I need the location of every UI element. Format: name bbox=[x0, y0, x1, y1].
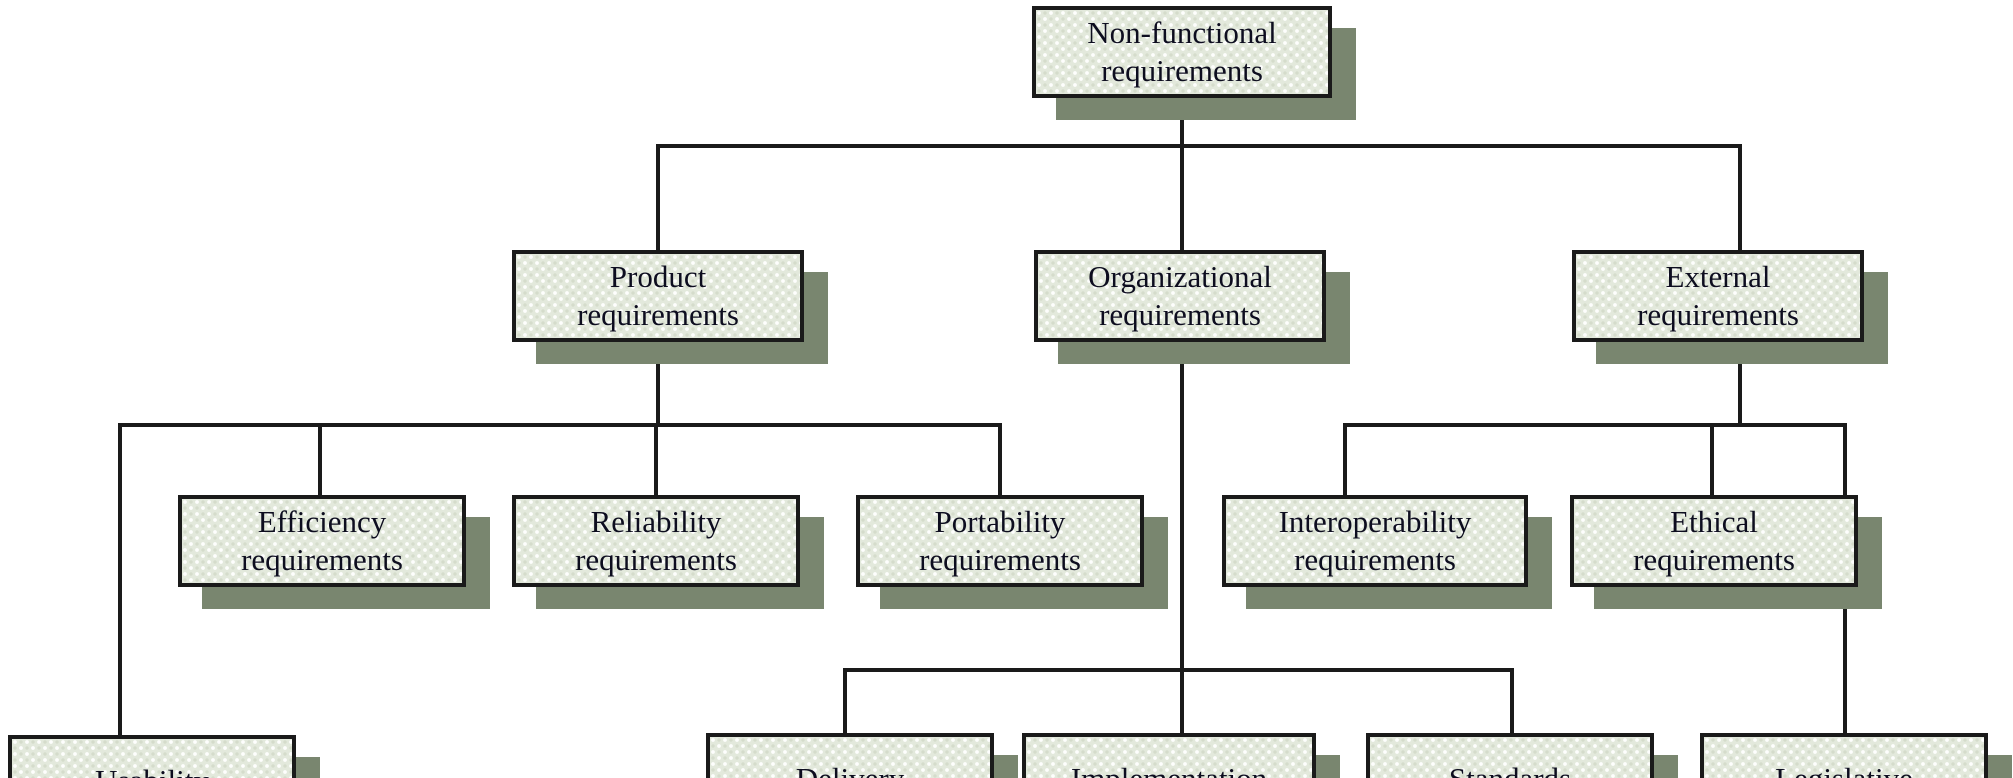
node-label: requirements bbox=[1099, 297, 1261, 332]
node-label: External bbox=[1665, 259, 1771, 295]
node-label: Usability bbox=[95, 762, 209, 778]
node-label: requirements bbox=[577, 297, 739, 332]
node-label: requirements bbox=[919, 542, 1081, 577]
node-label: Portability bbox=[934, 504, 1066, 540]
node-label: requirements bbox=[241, 542, 403, 577]
node-label: Interoperability bbox=[1278, 504, 1472, 540]
node-label: requirements bbox=[1294, 542, 1456, 577]
node-label: requirements bbox=[1101, 53, 1263, 88]
node-label: Standards bbox=[1449, 760, 1571, 778]
node-label: Reliability bbox=[590, 504, 722, 540]
node-legislative[interactable]: Legislative bbox=[1700, 733, 1988, 778]
node-label: requirements bbox=[1633, 542, 1795, 577]
node-label: Legislative bbox=[1775, 760, 1913, 778]
node-label: Organizational bbox=[1088, 259, 1272, 295]
node-label: requirements bbox=[1637, 297, 1799, 332]
node-label: Ethical bbox=[1670, 504, 1758, 540]
node-standards[interactable]: Standards bbox=[1366, 733, 1654, 778]
node-usability[interactable]: Usability bbox=[8, 735, 296, 778]
node-label: Non-functional bbox=[1087, 15, 1277, 51]
node-label: Efficiency bbox=[257, 504, 387, 540]
node-label: Product bbox=[609, 259, 707, 295]
node-label: Implementation bbox=[1071, 760, 1267, 778]
node-label: requirements bbox=[575, 542, 737, 577]
node-implementation[interactable]: Implementation bbox=[1022, 733, 1316, 778]
node-delivery[interactable]: Delivery bbox=[706, 733, 994, 778]
node-label: Delivery bbox=[796, 760, 904, 778]
